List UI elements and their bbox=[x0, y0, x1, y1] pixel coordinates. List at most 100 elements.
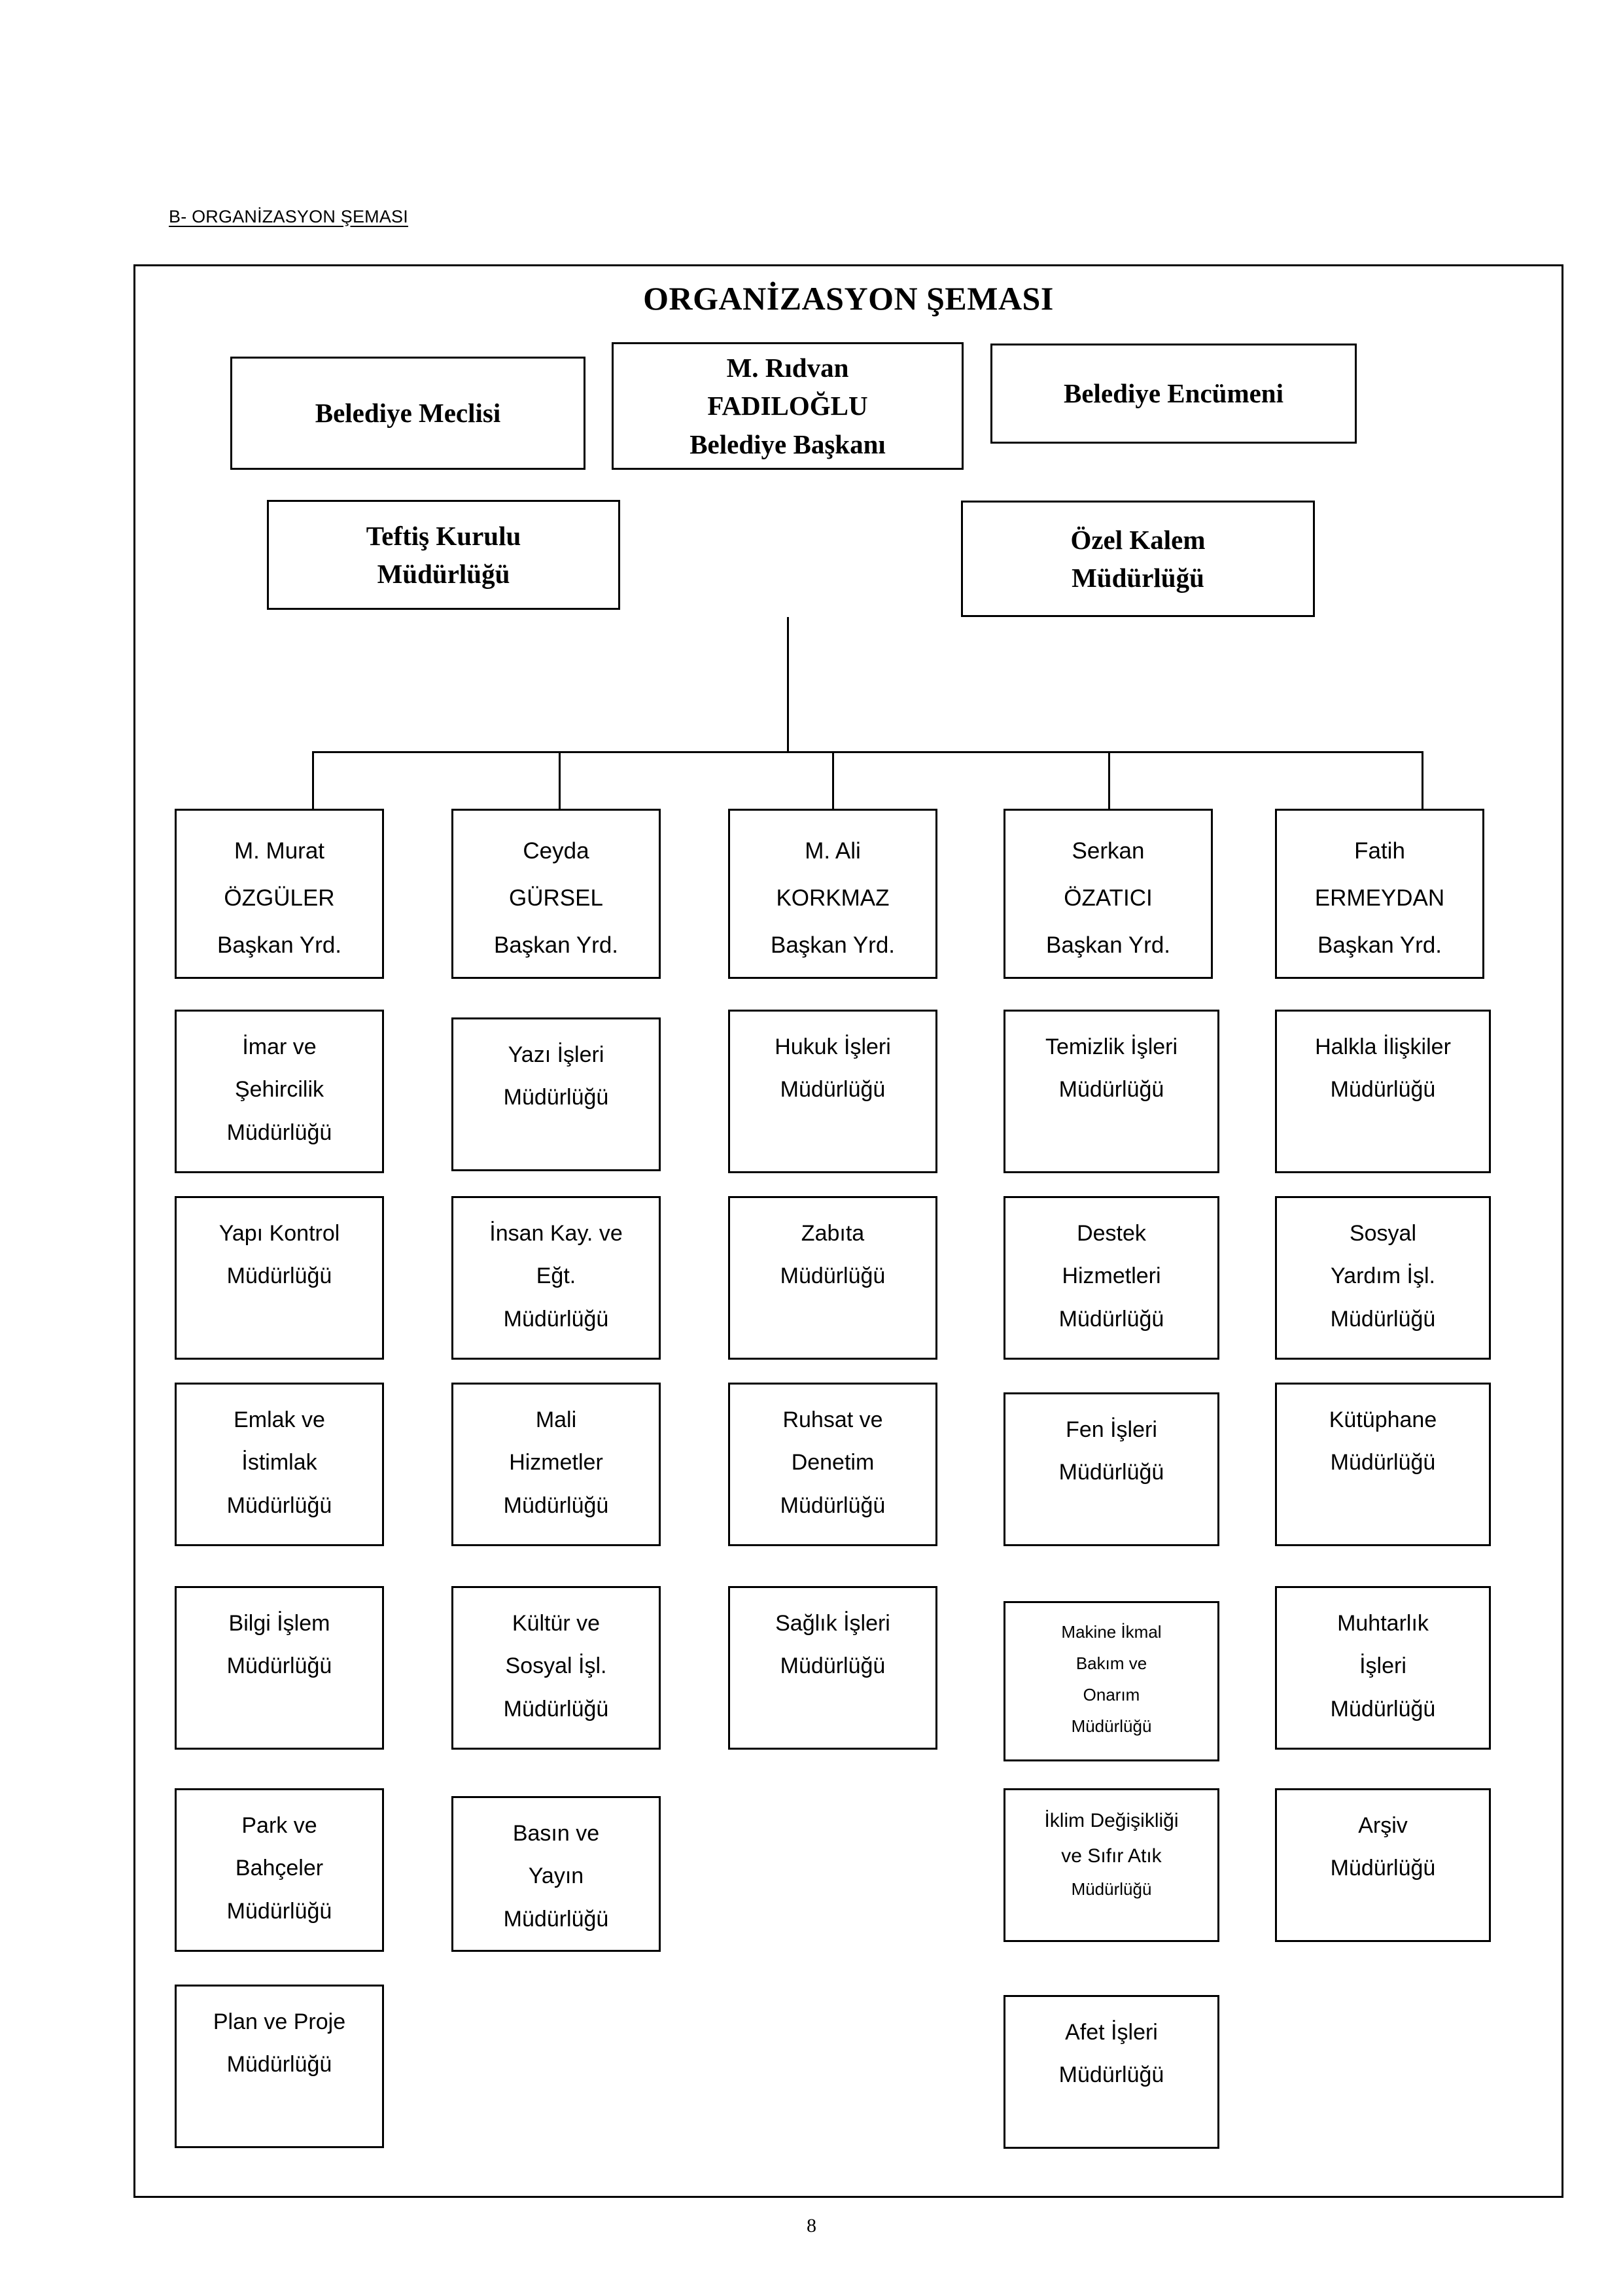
dept-4-1-line-1: Temizlik İşleri bbox=[1045, 1034, 1178, 1059]
dept-1-4-line-1: Bilgi İşlem bbox=[228, 1611, 330, 1636]
dept-2-3-line-1: Mali bbox=[535, 1407, 577, 1432]
dept-5-5-line-1: Arşiv bbox=[1358, 1813, 1408, 1838]
page-number: 8 bbox=[807, 2215, 816, 2236]
dept-box-1-5: Park ve Bahçeler Müdürlüğü bbox=[175, 1788, 384, 1952]
dept-2-2-line-1: İnsan Kay. ve bbox=[489, 1221, 623, 1246]
dept-box-4-3: Fen İşleri Müdürlüğü bbox=[1003, 1392, 1219, 1546]
dept-4-6-line-2: Müdürlüğü bbox=[1058, 2062, 1164, 2088]
dept-3-2-line-1: Zabıta bbox=[801, 1221, 865, 1246]
dept-4-4-line-4: Müdürlüğü bbox=[1071, 1716, 1152, 1737]
private-secretariat-box: Özel Kalem Müdürlüğü bbox=[961, 501, 1315, 617]
private-secretariat-line-1: Özel Kalem bbox=[1070, 524, 1206, 555]
mayor-line-1: M. Rıdvan bbox=[726, 353, 849, 383]
dept-box-2-4: Kültür ve Sosyal İşl. Müdürlüğü bbox=[451, 1586, 661, 1750]
dept-box-5-4: Muhtarlık İşleri Müdürlüğü bbox=[1275, 1586, 1491, 1750]
dept-box-1-2: Yapı Kontrol Müdürlüğü bbox=[175, 1196, 384, 1360]
dept-box-1-1: İmar ve Şehircilik Müdürlüğü bbox=[175, 1010, 384, 1173]
dept-2-3-line-2: Hizmetler bbox=[509, 1450, 603, 1475]
deputy-3-line-1: M. Ali bbox=[805, 838, 861, 864]
dept-box-1-6: Plan ve Proje Müdürlüğü bbox=[175, 1985, 384, 2148]
dept-4-2-line-3: Müdürlüğü bbox=[1058, 1306, 1164, 1332]
deputy-1-line-3: Başkan Yrd. bbox=[217, 932, 342, 958]
dept-1-2-line-2: Müdürlüğü bbox=[226, 1263, 332, 1289]
dept-5-1-line-2: Müdürlüğü bbox=[1330, 1077, 1436, 1103]
dept-box-4-5: İklim Değişikliği ve Sıfır Atık Müdürlüğ… bbox=[1003, 1788, 1219, 1942]
dept-1-6-line-1: Plan ve Proje bbox=[213, 2009, 346, 2034]
dept-2-5-line-1: Basın ve bbox=[512, 1821, 600, 1846]
dept-box-2-2: İnsan Kay. ve Eğt. Müdürlüğü bbox=[451, 1196, 661, 1360]
dept-2-5-line-3: Müdürlüğü bbox=[503, 1906, 609, 1932]
dept-1-6-line-2: Müdürlüğü bbox=[226, 2052, 332, 2077]
committee-box: Belediye Encümeni bbox=[990, 344, 1357, 444]
dept-4-5-line-2: ve Sıfır Atık bbox=[1061, 1845, 1162, 1867]
dept-2-4-line-3: Müdürlüğü bbox=[503, 1696, 609, 1722]
dept-5-3-line-2: Müdürlüğü bbox=[1330, 1450, 1436, 1475]
deputy-1-line-2: ÖZGÜLER bbox=[224, 885, 335, 911]
dept-4-1-line-2: Müdürlüğü bbox=[1058, 1077, 1164, 1103]
dept-box-3-1: Hukuk İşleri Müdürlüğü bbox=[728, 1010, 937, 1173]
deputy-box-4: Serkan ÖZATICI Başkan Yrd. bbox=[1003, 809, 1213, 979]
private-secretariat-line-2: Müdürlüğü bbox=[1072, 563, 1204, 593]
council-box: Belediye Meclisi bbox=[230, 357, 585, 470]
dept-4-2-line-1: Destek bbox=[1077, 1221, 1146, 1246]
deputy-drop-line-3 bbox=[832, 751, 834, 809]
deputy-2-line-2: GÜRSEL bbox=[509, 885, 603, 911]
dept-2-4-line-1: Kültür ve bbox=[512, 1611, 601, 1636]
dept-box-3-2: Zabıta Müdürlüğü bbox=[728, 1196, 937, 1360]
dept-5-5-line-2: Müdürlüğü bbox=[1330, 1856, 1436, 1881]
deputy-4-line-1: Serkan bbox=[1072, 838, 1145, 864]
dept-4-6-line-1: Afet İşleri bbox=[1065, 2020, 1158, 2045]
dept-3-3-line-1: Ruhsat ve bbox=[782, 1407, 883, 1432]
dept-box-4-6: Afet İşleri Müdürlüğü bbox=[1003, 1995, 1219, 2149]
deputy-5-line-3: Başkan Yrd. bbox=[1317, 932, 1442, 958]
dept-4-4-line-1: Makine İkmal bbox=[1061, 1622, 1162, 1642]
dept-1-3-line-3: Müdürlüğü bbox=[226, 1492, 332, 1518]
dept-4-2-line-2: Hizmetleri bbox=[1062, 1263, 1161, 1289]
deputy-box-2: Ceyda GÜRSEL Başkan Yrd. bbox=[451, 809, 661, 979]
dept-1-5-line-3: Müdürlüğü bbox=[226, 1898, 332, 1924]
dept-5-2-line-3: Müdürlüğü bbox=[1330, 1306, 1436, 1332]
page-title: ORGANİZASYON ŞEMASI bbox=[643, 280, 1054, 317]
dept-3-4-line-1: Sağlık İşleri bbox=[775, 1611, 890, 1636]
dept-box-4-4: Makine İkmal Bakım ve Onarım Müdürlüğü bbox=[1003, 1601, 1219, 1761]
deputy-box-1: M. Murat ÖZGÜLER Başkan Yrd. bbox=[175, 809, 384, 979]
inspection-board-line-2: Müdürlüğü bbox=[377, 559, 510, 589]
deputy-4-line-3: Başkan Yrd. bbox=[1045, 932, 1171, 958]
dept-box-1-3: Emlak ve İstimlak Müdürlüğü bbox=[175, 1383, 384, 1546]
dept-3-3-line-2: Denetim bbox=[791, 1450, 875, 1475]
dept-2-3-line-3: Müdürlüğü bbox=[503, 1492, 609, 1518]
mayor-line-3: Belediye Başkanı bbox=[689, 429, 886, 459]
mayor-line-2: FADILOĞLU bbox=[707, 391, 868, 421]
dept-box-4-1: Temizlik İşleri Müdürlüğü bbox=[1003, 1010, 1219, 1173]
dept-4-3-line-1: Fen İşleri bbox=[1066, 1417, 1157, 1442]
deputy-drop-line-5 bbox=[1422, 751, 1423, 809]
dept-box-3-3: Ruhsat ve Denetim Müdürlüğü bbox=[728, 1383, 937, 1546]
dept-box-3-4: Sağlık İşleri Müdürlüğü bbox=[728, 1586, 937, 1750]
dept-2-4-line-2: Sosyal İşl. bbox=[505, 1653, 607, 1679]
dept-2-5-line-2: Yayın bbox=[528, 1863, 584, 1889]
deputy-3-line-3: Başkan Yrd. bbox=[770, 932, 896, 958]
deputy-4-line-2: ÖZATICI bbox=[1064, 885, 1153, 911]
dept-5-4-line-2: İşleri bbox=[1359, 1653, 1406, 1679]
dept-3-1-line-1: Hukuk İşleri bbox=[775, 1034, 891, 1059]
dept-2-2-line-2: Eğt. bbox=[536, 1263, 576, 1289]
dept-2-1-line-1: Yazı İşleri bbox=[508, 1042, 604, 1067]
deputy-box-5: Fatih ERMEYDAN Başkan Yrd. bbox=[1275, 809, 1484, 979]
dept-4-5-line-3: Müdürlüğü bbox=[1071, 1879, 1152, 1899]
deputy-5-line-1: Fatih bbox=[1354, 838, 1405, 864]
dept-box-5-3: Kütüphane Müdürlüğü bbox=[1275, 1383, 1491, 1546]
dept-4-4-line-2: Bakım ve bbox=[1075, 1653, 1147, 1674]
deputy-box-3: M. Ali KORKMAZ Başkan Yrd. bbox=[728, 809, 937, 979]
dept-box-2-5: Basın ve Yayın Müdürlüğü bbox=[451, 1796, 661, 1952]
deputy-5-line-2: ERMEYDAN bbox=[1314, 885, 1445, 911]
deputy-drop-line-1 bbox=[312, 751, 314, 809]
deputy-2-line-1: Ceyda bbox=[523, 838, 589, 864]
dept-3-2-line-2: Müdürlüğü bbox=[780, 1263, 886, 1289]
dept-3-4-line-2: Müdürlüğü bbox=[780, 1653, 886, 1679]
dept-5-4-line-3: Müdürlüğü bbox=[1330, 1696, 1436, 1722]
dept-4-4-line-3: Onarım bbox=[1083, 1685, 1140, 1705]
dept-1-1-line-1: İmar ve bbox=[242, 1034, 317, 1059]
dept-5-1-line-1: Halkla İlişkiler bbox=[1315, 1034, 1451, 1059]
committee-line-1: Belediye Encümeni bbox=[1064, 378, 1283, 409]
dept-box-2-1: Yazı İşleri Müdürlüğü bbox=[451, 1017, 661, 1171]
